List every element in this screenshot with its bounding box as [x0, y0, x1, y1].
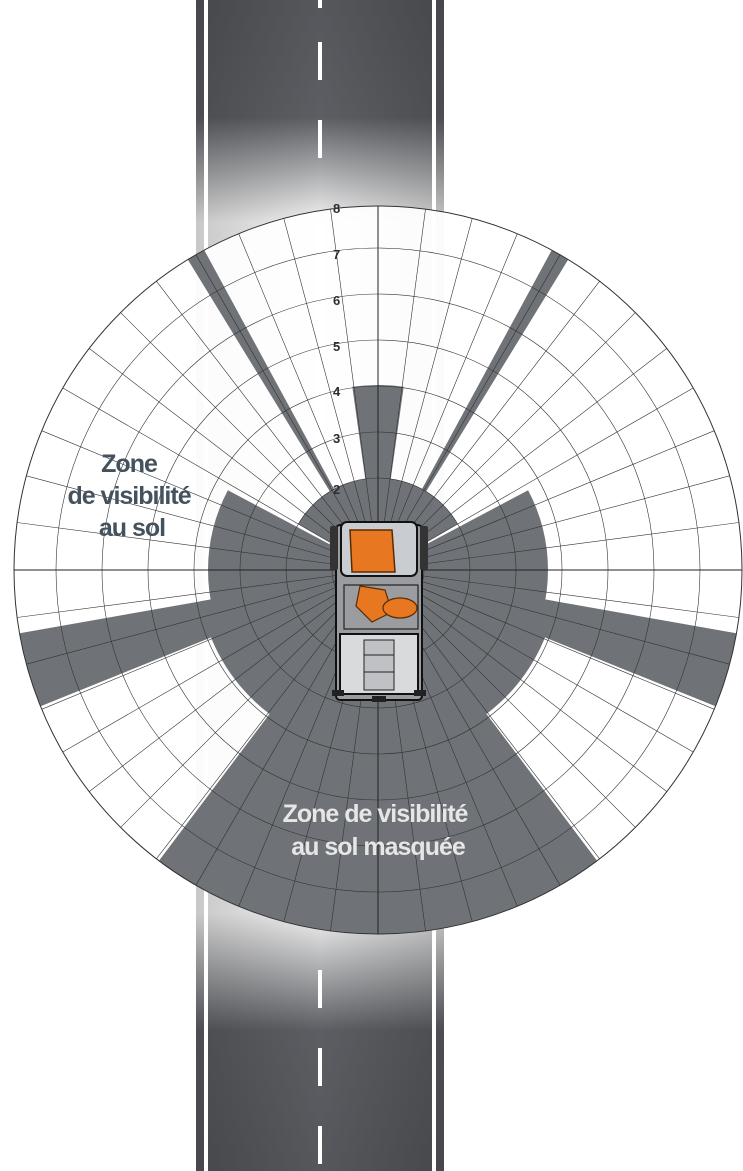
visible-zone-label: Zone de visibilité au sol — [67, 450, 196, 542]
masked-zone-label: Zone de visibilité au sol masquée — [283, 800, 474, 861]
ring-label-5: 5 — [333, 339, 340, 354]
masked-zone-line-1: Zone de visibilité — [283, 800, 469, 828]
visible-zone-line-3: au sol — [99, 514, 165, 542]
machine-top-view — [330, 521, 428, 702]
visible-zone-line-1: Zone — [101, 450, 158, 478]
ring-label-4: 4 — [333, 384, 341, 399]
ring-label-6: 6 — [333, 293, 340, 308]
ring-label-8: 8 — [333, 201, 340, 216]
lane-center-dashes — [318, 0, 322, 1164]
ring-label-7: 7 — [333, 247, 340, 262]
ring-label-3: 3 — [333, 431, 340, 446]
masked-zone-line-2: au sol masquée — [291, 833, 466, 861]
ring-labels: 2 3 4 5 6 7 8 — [333, 201, 341, 497]
operator-seat — [349, 529, 396, 573]
visible-zone-line-2: de visibilité — [67, 482, 191, 510]
ring-label-2: 2 — [333, 482, 340, 497]
